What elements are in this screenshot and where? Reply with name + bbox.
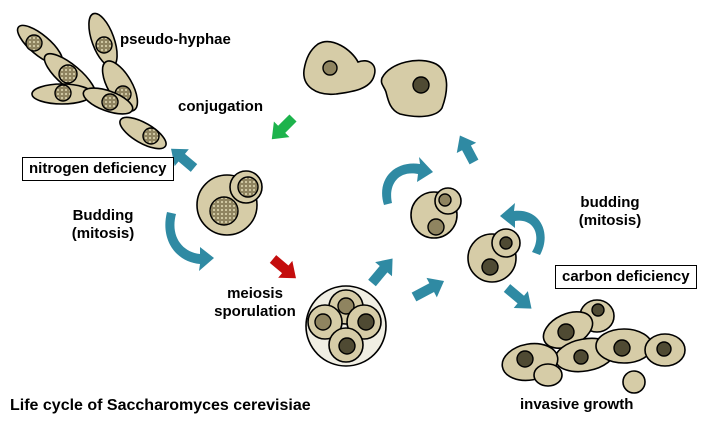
label-pseudo-hyphae: pseudo-hyphae <box>120 31 231 48</box>
budding-cell-center <box>410 187 462 239</box>
label-meiosis: meiosis <box>227 285 283 302</box>
budding-arrow-right <box>500 203 545 255</box>
budding-arrow-left <box>165 212 214 271</box>
label-meiosis-sporulation: meiosis sporulation <box>205 285 305 321</box>
zygote-cell <box>196 170 263 236</box>
label-budding-left: Budding (mitosis) <box>58 207 148 243</box>
pseudo-hyphae-cells <box>16 12 167 150</box>
label-budding-right-line1: budding <box>580 194 640 211</box>
label-budding-left-line1: Budding <box>72 207 134 224</box>
arrow-to-invasive <box>503 284 532 309</box>
arrow-to-haploid <box>456 135 479 165</box>
diagram-title: Life cycle of Saccharomyces cerevisiae <box>10 397 311 414</box>
label-budding-right: budding (mitosis) <box>565 194 655 230</box>
budding-cycle-arrows <box>165 157 545 271</box>
label-invasive-growth: invasive growth <box>520 396 634 413</box>
haploid-cells <box>303 40 448 118</box>
label-conjugation: conjugation <box>178 98 263 115</box>
arrow-to-budding-center <box>368 258 393 287</box>
arrow-meiosis <box>269 255 296 279</box>
budding-cell-right <box>467 228 521 283</box>
arrow-to-budding-right <box>411 277 445 302</box>
budding-arrow-center <box>382 157 433 205</box>
label-budding-left-line2: (mitosis) <box>71 225 135 242</box>
label-sporulation: sporulation <box>214 303 296 320</box>
transition-arrows <box>171 135 532 309</box>
arrow-conjugation <box>271 114 297 140</box>
label-budding-right-line2: (mitosis) <box>578 212 642 229</box>
ascus <box>305 285 387 367</box>
label-carbon-deficiency: carbon deficiency <box>555 265 697 289</box>
invasive-growth-cells <box>501 299 686 394</box>
arrow-to-pseudo-hyphae <box>171 148 198 172</box>
label-nitrogen-deficiency: nitrogen deficiency <box>22 157 174 181</box>
